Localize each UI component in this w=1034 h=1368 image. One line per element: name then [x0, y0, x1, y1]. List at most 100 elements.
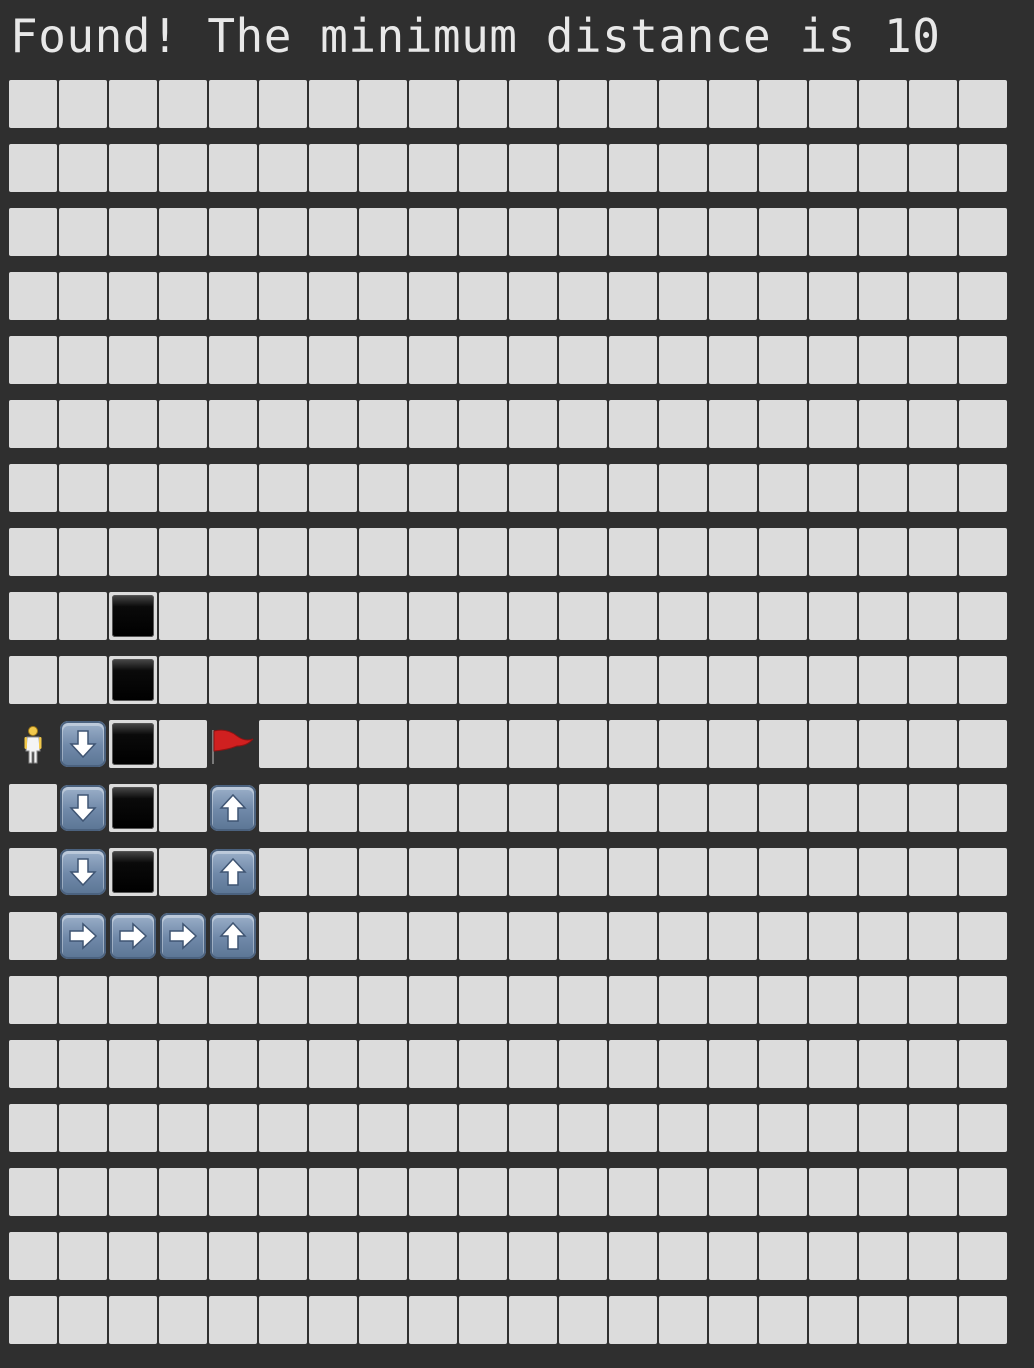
grid-cell[interactable] — [459, 336, 507, 384]
grid-cell[interactable] — [709, 80, 757, 128]
grid-cell[interactable] — [109, 464, 157, 512]
grid-cell[interactable] — [659, 912, 707, 960]
grid-cell[interactable] — [509, 1232, 557, 1280]
grid-cell[interactable] — [859, 1168, 907, 1216]
grid-cell[interactable] — [459, 656, 507, 704]
grid-cell[interactable] — [459, 720, 507, 768]
grid-cell[interactable] — [9, 208, 57, 256]
grid-cell[interactable] — [509, 592, 557, 640]
grid-cell[interactable] — [709, 400, 757, 448]
grid-cell[interactable] — [59, 656, 107, 704]
grid-cell[interactable] — [759, 912, 807, 960]
grid-cell[interactable] — [709, 848, 757, 896]
grid-cell[interactable] — [409, 720, 457, 768]
grid-cell[interactable] — [709, 976, 757, 1024]
grid-cell[interactable] — [809, 912, 857, 960]
grid-cell[interactable] — [109, 976, 157, 1024]
grid-cell[interactable] — [909, 1040, 957, 1088]
grid-cell[interactable] — [59, 400, 107, 448]
grid-cell[interactable] — [759, 1232, 807, 1280]
grid-cell[interactable] — [909, 592, 957, 640]
grid-cell[interactable] — [759, 1296, 807, 1344]
grid-cell[interactable] — [609, 1232, 657, 1280]
grid-cell[interactable] — [559, 272, 607, 320]
grid-cell[interactable] — [509, 912, 557, 960]
grid-cell[interactable] — [459, 1040, 507, 1088]
grid-cell[interactable] — [259, 1232, 307, 1280]
grid-cell[interactable] — [209, 336, 257, 384]
grid-cell[interactable] — [309, 1040, 357, 1088]
grid-cell[interactable] — [509, 144, 557, 192]
grid-cell[interactable] — [759, 144, 807, 192]
grid-cell[interactable] — [309, 144, 357, 192]
grid-cell[interactable] — [109, 528, 157, 576]
grid-cell[interactable] — [309, 656, 357, 704]
grid-cell[interactable] — [209, 1104, 257, 1152]
grid-cell[interactable] — [759, 784, 807, 832]
grid-cell[interactable] — [109, 1232, 157, 1280]
grid-cell[interactable] — [259, 912, 307, 960]
grid-cell[interactable] — [59, 1040, 107, 1088]
grid-cell[interactable] — [359, 592, 407, 640]
grid-cell[interactable] — [759, 400, 807, 448]
grid-cell[interactable] — [109, 272, 157, 320]
grid-cell[interactable] — [859, 592, 907, 640]
grid-cell[interactable] — [9, 656, 57, 704]
grid-cell[interactable] — [209, 144, 257, 192]
grid-cell[interactable] — [259, 1296, 307, 1344]
grid-cell[interactable] — [809, 144, 857, 192]
grid-cell[interactable] — [659, 400, 707, 448]
grid-cell[interactable] — [209, 1296, 257, 1344]
grid-cell[interactable] — [509, 656, 557, 704]
grid-cell[interactable] — [259, 656, 307, 704]
grid-cell[interactable] — [909, 912, 957, 960]
grid-cell[interactable] — [209, 528, 257, 576]
grid-cell[interactable] — [459, 848, 507, 896]
grid-cell[interactable] — [809, 848, 857, 896]
grid-cell[interactable] — [959, 592, 1007, 640]
grid-cell[interactable] — [309, 528, 357, 576]
grid-cell[interactable] — [509, 272, 557, 320]
grid-cell[interactable] — [559, 528, 607, 576]
grid-cell[interactable] — [409, 1040, 457, 1088]
grid-cell[interactable] — [809, 336, 857, 384]
grid-cell[interactable] — [559, 144, 607, 192]
grid-cell[interactable] — [59, 144, 107, 192]
grid-cell[interactable] — [609, 1168, 657, 1216]
grid-cell[interactable] — [409, 336, 457, 384]
grid-cell[interactable] — [259, 976, 307, 1024]
grid-cell[interactable] — [759, 1104, 807, 1152]
grid-cell[interactable] — [609, 400, 657, 448]
grid-cell[interactable] — [9, 336, 57, 384]
grid-cell[interactable] — [659, 720, 707, 768]
grid-cell[interactable] — [9, 1040, 57, 1088]
grid-cell[interactable] — [909, 1104, 957, 1152]
grid-cell[interactable] — [9, 848, 57, 896]
grid-cell[interactable] — [459, 208, 507, 256]
grid-cell[interactable] — [209, 1232, 257, 1280]
grid-cell[interactable] — [659, 976, 707, 1024]
grid-cell[interactable] — [359, 848, 407, 896]
grid-cell[interactable] — [309, 1296, 357, 1344]
grid-cell[interactable] — [559, 784, 607, 832]
grid-cell[interactable] — [259, 272, 307, 320]
grid-cell[interactable] — [909, 80, 957, 128]
grid-cell[interactable] — [759, 80, 807, 128]
grid-cell[interactable] — [709, 1168, 757, 1216]
grid-cell[interactable] — [309, 208, 357, 256]
grid-cell[interactable] — [959, 784, 1007, 832]
grid-cell[interactable] — [259, 1104, 307, 1152]
grid-cell[interactable] — [859, 1232, 907, 1280]
grid-cell[interactable] — [809, 80, 857, 128]
grid-cell[interactable] — [559, 80, 607, 128]
grid-cell[interactable] — [709, 1232, 757, 1280]
grid-cell[interactable] — [609, 144, 657, 192]
grid-cell[interactable] — [659, 208, 707, 256]
grid-cell[interactable] — [409, 656, 457, 704]
grid-cell[interactable] — [959, 144, 1007, 192]
grid-cell[interactable] — [359, 272, 407, 320]
grid-cell[interactable] — [159, 720, 207, 768]
grid-cell[interactable] — [309, 400, 357, 448]
grid-cell[interactable] — [709, 720, 757, 768]
grid-cell[interactable] — [959, 976, 1007, 1024]
